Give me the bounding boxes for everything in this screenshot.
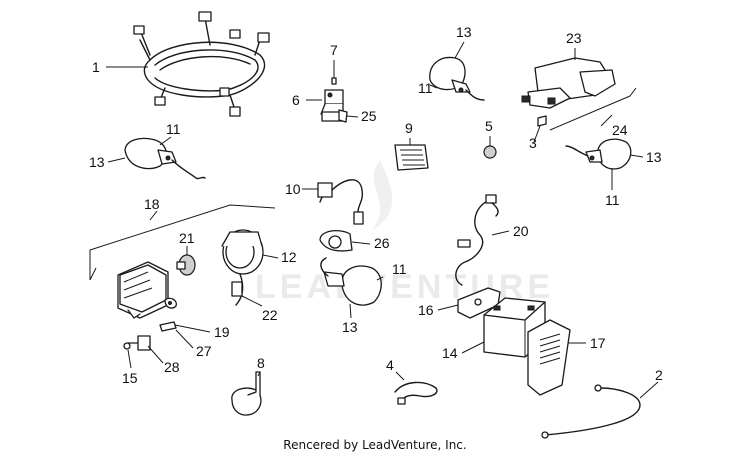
flame-logo-icon <box>372 160 393 230</box>
part-turn-signal-right[interactable] <box>565 138 632 170</box>
callout-18[interactable]: 18 <box>144 196 160 212</box>
part-wiring-harness[interactable] <box>133 11 270 117</box>
part-horn[interactable] <box>231 371 262 416</box>
leader-lines <box>106 41 659 399</box>
callout-25[interactable]: 25 <box>361 108 377 124</box>
callout-27[interactable]: 27 <box>196 343 212 359</box>
part-bulb[interactable] <box>176 254 196 276</box>
part-small-cable[interactable] <box>394 381 438 405</box>
watermark-text: LEADVENTURE <box>255 268 554 306</box>
part-relay[interactable] <box>320 77 348 123</box>
part-connector-block[interactable] <box>394 144 429 171</box>
part-turn-signal-left[interactable] <box>124 137 206 180</box>
part-hardware[interactable] <box>123 297 177 351</box>
part-headlight-bucket[interactable] <box>221 229 264 306</box>
callout-8[interactable]: 8 <box>257 355 265 371</box>
callout-21[interactable]: 21 <box>179 230 195 246</box>
callout-24[interactable]: 24 <box>612 122 628 138</box>
callout-5[interactable]: 5 <box>485 118 493 134</box>
part-battery-cover[interactable] <box>527 319 571 396</box>
callout-14[interactable]: 14 <box>442 345 458 361</box>
callout-13-left[interactable]: 13 <box>89 154 105 170</box>
callout-11-right[interactable]: 11 <box>605 192 620 208</box>
callout-26[interactable]: 26 <box>374 235 390 251</box>
callout-13-right[interactable]: 13 <box>646 149 662 165</box>
callout-13-top[interactable]: 13 <box>456 24 472 40</box>
callout-10[interactable]: 10 <box>285 181 301 197</box>
part-wire-lead[interactable] <box>455 194 499 286</box>
callout-19[interactable]: 19 <box>214 324 230 340</box>
callout-7[interactable]: 7 <box>330 42 338 58</box>
callout-12[interactable]: 12 <box>281 249 297 265</box>
callout-23[interactable]: 23 <box>566 30 582 46</box>
part-tail-light[interactable] <box>521 57 637 131</box>
part-turn-signal-top[interactable] <box>429 56 485 101</box>
part-battery-cable[interactable] <box>541 384 641 439</box>
callout-4[interactable]: 4 <box>386 357 394 373</box>
watermark: LEADVENTURE <box>255 160 554 306</box>
callout-17[interactable]: 17 <box>590 335 606 351</box>
callout-20[interactable]: 20 <box>513 223 529 239</box>
part-turn-signal-center[interactable] <box>320 257 382 306</box>
footer-credit: Rencered by LeadVenture, Inc. <box>283 438 466 452</box>
callout-11-center[interactable]: 11 <box>392 261 407 277</box>
part-cap[interactable] <box>483 145 497 159</box>
callout-2[interactable]: 2 <box>655 367 663 383</box>
callout-28[interactable]: 28 <box>164 359 180 375</box>
part-headlight-bracket[interactable] <box>319 229 353 252</box>
callout-1[interactable]: 1 <box>92 59 100 75</box>
callout-9[interactable]: 9 <box>405 120 413 136</box>
part-headlight-assembly[interactable] <box>89 204 276 319</box>
part-switch-lead[interactable] <box>317 179 364 225</box>
callout-11-left[interactable]: 11 <box>166 121 181 137</box>
callout-6[interactable]: 6 <box>292 92 300 108</box>
callout-22[interactable]: 22 <box>262 307 278 323</box>
callout-15[interactable]: 15 <box>122 370 138 386</box>
callout-11-top[interactable]: 11 <box>418 80 433 96</box>
callout-13-center[interactable]: 13 <box>342 319 358 335</box>
callout-3[interactable]: 3 <box>529 135 537 151</box>
callout-numbers: 1 2 3 4 5 6 7 8 9 10 11 11 11 11 12 13 1… <box>89 24 663 386</box>
callout-16[interactable]: 16 <box>418 302 434 318</box>
